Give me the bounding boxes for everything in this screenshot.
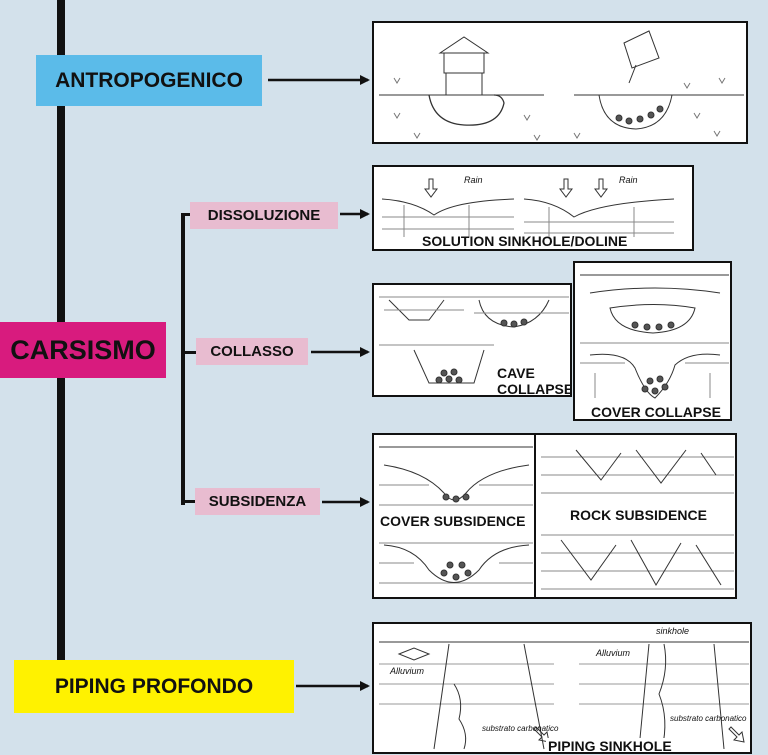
cave-collapse-sketch (379, 296, 569, 384)
caption-cover-collapse: COVER COLLAPSE (591, 404, 721, 420)
sinkhole-label: sinkhole (656, 626, 690, 636)
alluvium-label-2: Alluvium (596, 648, 631, 658)
panel-cave-collapse: CAVE COLLAPSE (372, 283, 572, 397)
node-carsismo: CARSISMO (0, 322, 166, 378)
caption-piping-sinkhole: PIPING SINKHOLE (546, 738, 674, 754)
caption-collapse: COLLAPSE (497, 381, 572, 397)
rock-subsidence-sketch (541, 449, 734, 590)
node-dissoluzione: DISSOLUZIONE (190, 202, 338, 229)
rain-label-1: Rain (464, 175, 483, 185)
cover-collapse-sketch (580, 274, 729, 399)
carbonatico-label-1: substrato carbonatico (482, 724, 559, 733)
caption-cover-subsidence: COVER SUBSIDENCE (378, 513, 528, 529)
panel-cover-subsidence: COVER SUBSIDENCE (372, 433, 536, 599)
node-subsidenza-label: SUBSIDENZA (208, 493, 307, 510)
solution-sketch (381, 178, 675, 237)
caption-rock-subsidence: ROCK SUBSIDENCE (568, 507, 709, 523)
branch-connector-collasso (183, 351, 197, 354)
caption-solution-sinkhole: SOLUTION SINKHOLE/DOLINE (422, 233, 628, 249)
branch-line (181, 213, 185, 505)
panel-piping-sinkhole: Alluvium Alluvium sinkhole substrato car… (372, 622, 752, 754)
antropogenico-sketch (379, 30, 744, 141)
cover-subsidence-sketch (379, 446, 533, 584)
node-collasso: COLLASSO (196, 338, 308, 365)
branch-connector-subsidenza (181, 500, 195, 503)
piping-sketch (379, 641, 749, 750)
alluvium-label-1: Alluvium (390, 666, 425, 676)
panel-rock-subsidence: ROCK SUBSIDENCE (534, 433, 737, 599)
node-carsismo-label: CARSISMO (10, 334, 156, 365)
panel-solution-sinkhole: Rain Rain SOLUTION SINKHOLE/DOLINE (372, 165, 694, 251)
node-antropogenico-label: ANTROPOGENICO (55, 68, 243, 92)
node-piping-profondo: PIPING PROFONDO (14, 660, 294, 713)
node-dissoluzione-label: DISSOLUZIONE (207, 207, 321, 224)
rain-label-2: Rain (619, 175, 638, 185)
carbonatico-label-2: substrato carbonatico (670, 714, 747, 723)
panel-cover-collapse: COVER COLLAPSE (573, 261, 732, 421)
node-subsidenza: SUBSIDENZA (195, 488, 320, 515)
panel-antropogenico (372, 21, 748, 144)
node-collasso-label: COLLASSO (210, 343, 294, 360)
node-antropogenico: ANTROPOGENICO (36, 55, 262, 106)
branch-connector-dissoluzione (181, 213, 191, 216)
node-piping-label: PIPING PROFONDO (54, 674, 254, 698)
caption-cave: CAVE (497, 365, 535, 381)
